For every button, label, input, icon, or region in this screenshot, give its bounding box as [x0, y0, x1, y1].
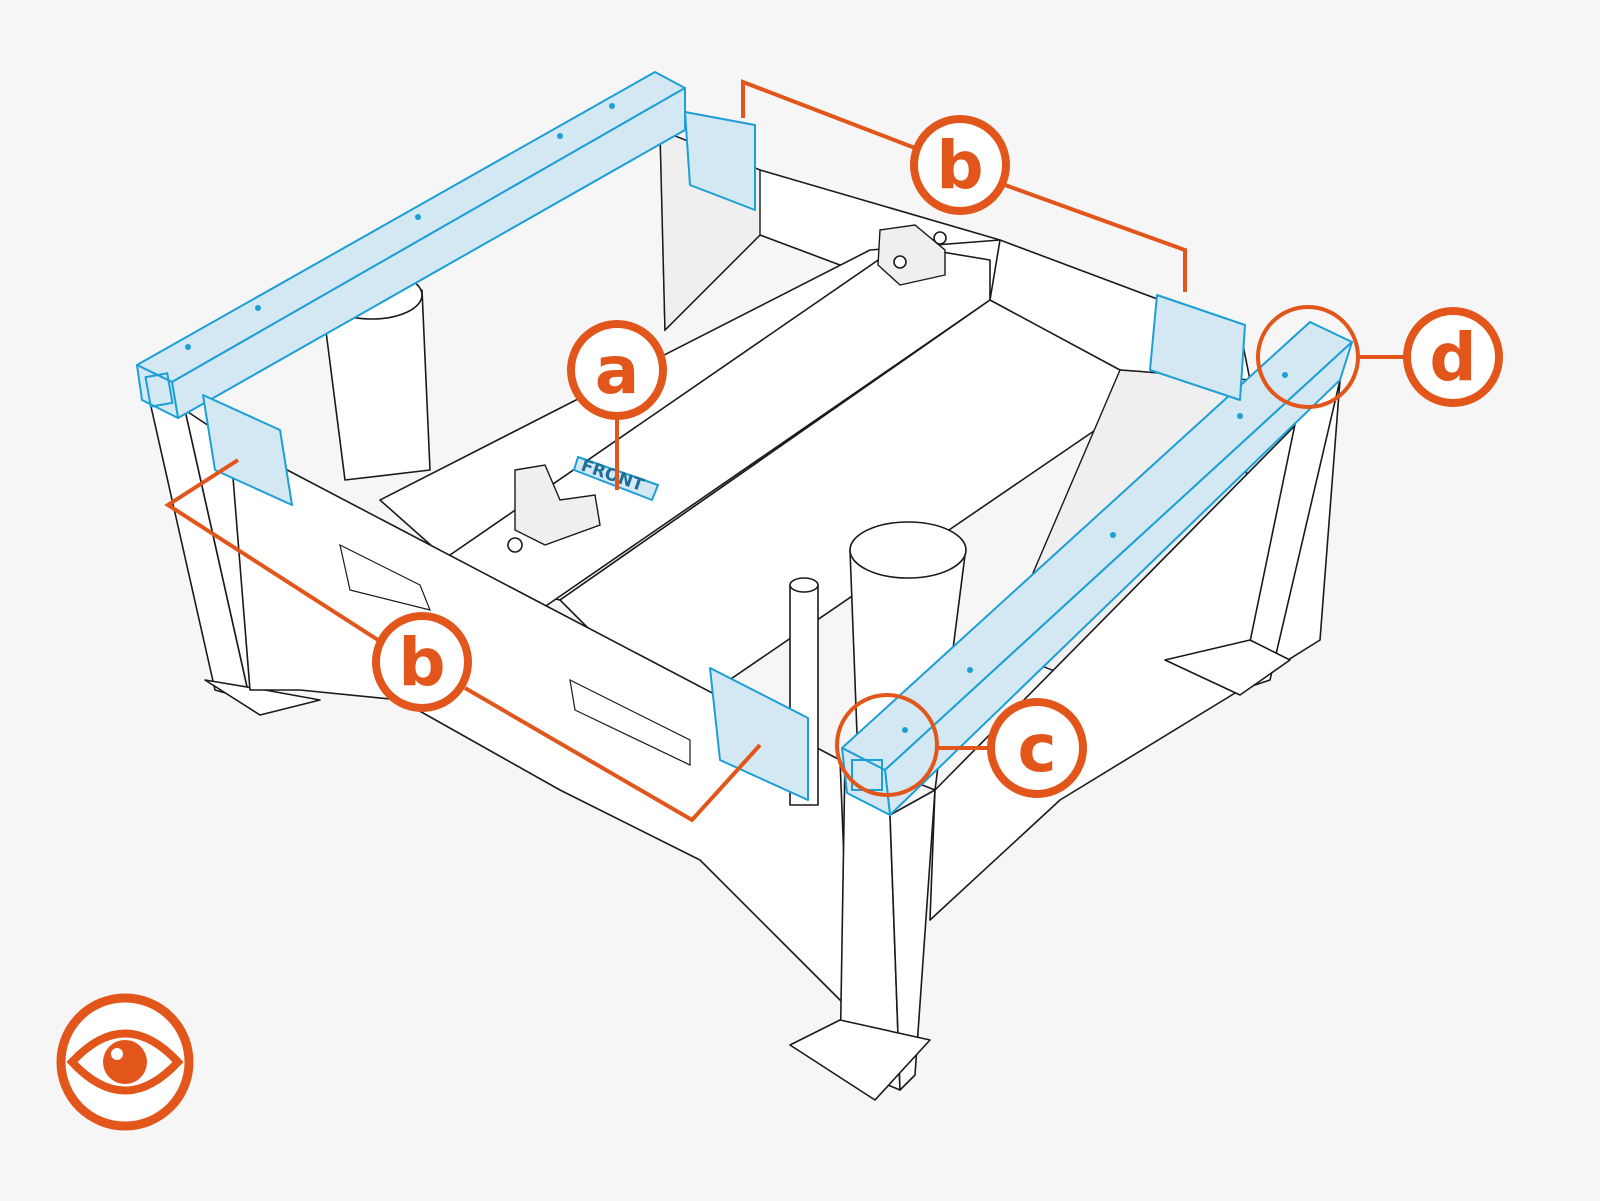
- svg-text:d: d: [1429, 319, 1476, 396]
- callout-leaders: [164, 79, 1405, 823]
- top-rail-right: [841, 321, 1353, 816]
- callout-d: d: [1403, 307, 1503, 407]
- eye-icon: [56, 993, 194, 1131]
- top-rail-left: [136, 71, 686, 419]
- callout-b-top: b: [910, 115, 1010, 215]
- svg-text:c: c: [1017, 710, 1056, 787]
- callout-a: a: [567, 320, 667, 420]
- callout-c: c: [987, 698, 1087, 798]
- svg-text:b: b: [936, 127, 983, 204]
- svg-text:a: a: [595, 332, 640, 409]
- mount-bracket: [507, 224, 947, 553]
- callout-b-left: b: [372, 612, 472, 712]
- corner-brackets: [202, 111, 1246, 801]
- handle-slot: [339, 543, 691, 766]
- svg-text:b: b: [398, 624, 445, 701]
